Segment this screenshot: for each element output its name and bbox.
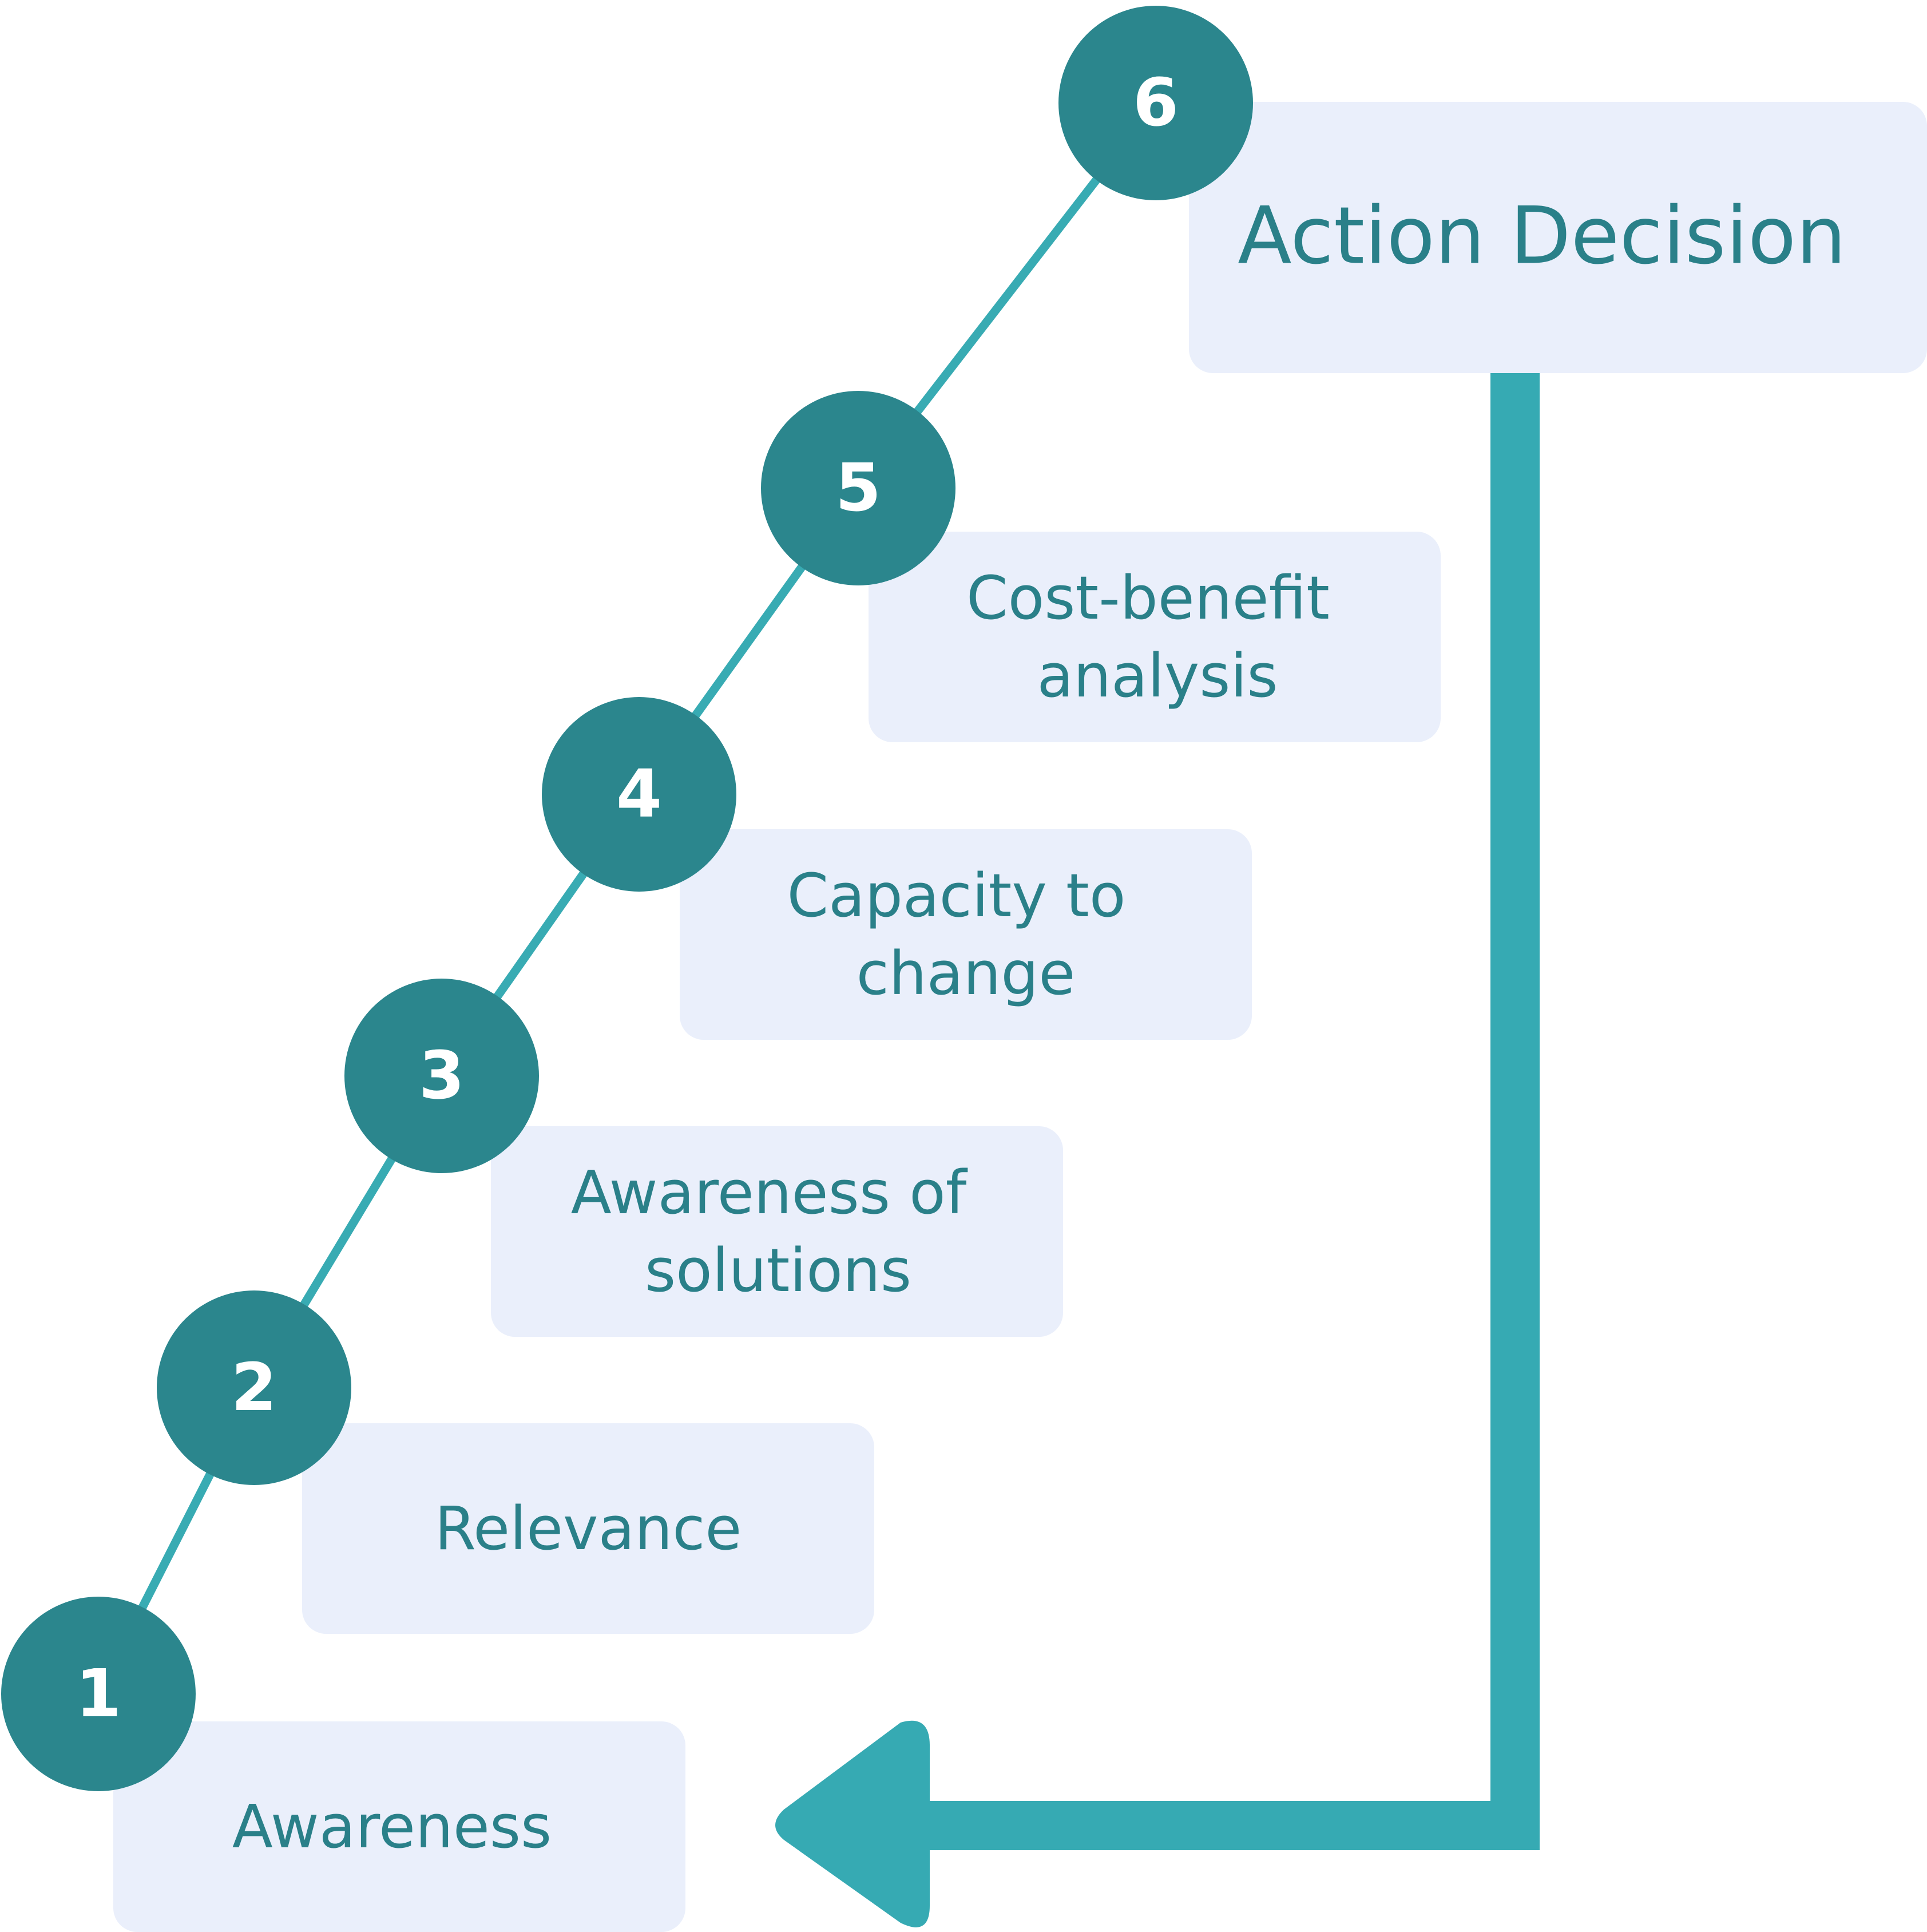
- stage-box-1: [113, 1721, 685, 1932]
- step-6: 6: [1058, 6, 1253, 200]
- stage-label-3: Awareness of solutions: [571, 1158, 986, 1305]
- stage-box-6: [1189, 102, 1927, 373]
- stage-label-4: Capacity to change: [787, 861, 1144, 1008]
- stage-box-4: [680, 829, 1252, 1040]
- feedback-arrow-shaft: [915, 372, 1540, 1850]
- step-circle-3: [344, 979, 539, 1173]
- step-circle-1: [1, 1597, 196, 1791]
- stage-label-5-line-2: analysis: [1037, 641, 1278, 711]
- step-number-3: 3: [419, 1038, 465, 1114]
- step-circles: 1 2 3 4 5 6: [1, 6, 1253, 1791]
- stage-box-3: [491, 1126, 1063, 1337]
- step-circle-4: [542, 697, 736, 892]
- stage-box-5: [869, 532, 1441, 742]
- step-number-6: 6: [1133, 65, 1179, 141]
- stage-box-2: [302, 1423, 874, 1634]
- stage-label-3-line-2: solutions: [645, 1236, 911, 1305]
- stage-label-3-line-1: Awareness of: [571, 1158, 968, 1228]
- step-1: 1: [1, 1597, 196, 1791]
- step-circle-5: [761, 391, 955, 585]
- stage-label-5: Cost-benefit analysis: [966, 563, 1349, 711]
- stage-label-4-line-2: change: [857, 939, 1076, 1008]
- step-3: 3: [344, 979, 539, 1173]
- step-number-5: 5: [835, 450, 881, 526]
- step-circle-6: [1058, 6, 1253, 200]
- stage-label-2: Relevance: [435, 1494, 742, 1563]
- stage-label-4-line-1: Capacity to: [787, 861, 1125, 931]
- step-4: 4: [542, 697, 736, 892]
- step-5: 5: [761, 391, 955, 585]
- step-2: 2: [157, 1290, 351, 1485]
- step-number-4: 4: [616, 756, 662, 833]
- step-circle-2: [157, 1290, 351, 1485]
- stage-label-6: Action Decision: [1238, 190, 1846, 282]
- stage-label-1: Awareness: [232, 1792, 552, 1862]
- feedback-arrowhead: [775, 1720, 930, 1927]
- feedback-arrow: [775, 372, 1540, 1927]
- stage-labels: Awareness Relevance Awareness of solutio…: [232, 190, 1846, 1862]
- step-number-1: 1: [76, 1656, 121, 1732]
- step-number-2: 2: [231, 1349, 277, 1426]
- stage-label-5-line-1: Cost-benefit: [966, 563, 1330, 633]
- stage-boxes: [113, 102, 1927, 1932]
